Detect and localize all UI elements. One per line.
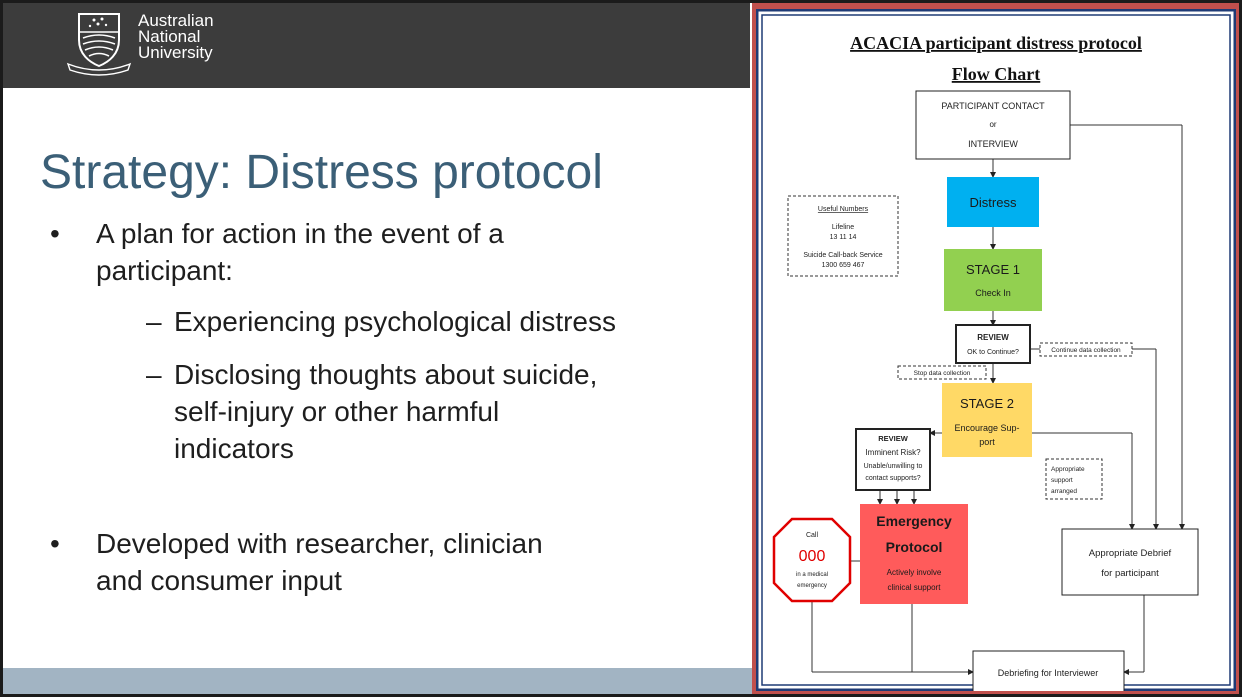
sub-bullet-text: Experiencing psychological distress	[174, 306, 616, 337]
distress-label: Distress	[970, 195, 1017, 210]
stage-2-box: STAGE 2 Encourage Sup- port	[942, 383, 1032, 457]
callback-number: 1300 659 467	[822, 262, 865, 269]
interviewer-debrief-label: Debriefing for Interviewer	[998, 668, 1099, 678]
university-line-3: University	[138, 43, 213, 62]
flowchart-subtitle: Flow Chart	[952, 64, 1041, 84]
continue-data-box: Continue data collection	[1039, 342, 1133, 357]
participant-contact-box: PARTICIPANT CONTACT or INTERVIEW	[915, 90, 1071, 160]
bullet-text-line: participant:	[96, 255, 233, 286]
useful-numbers-title: Useful Numbers	[818, 206, 869, 213]
call-number: 000	[799, 548, 826, 565]
lifeline-label: Lifeline	[832, 224, 854, 231]
contact-line-1: PARTICIPANT CONTACT	[941, 101, 1045, 111]
slide-title: Strategy: Distress protocol	[40, 146, 603, 199]
sub-bullet-text-line: indicators	[174, 433, 294, 464]
review-1-question: OK to Continue?	[967, 349, 1019, 356]
bullet-text-line: A plan for action in the event of a	[96, 218, 504, 249]
debrief-line-1: Appropriate Debrief	[1089, 548, 1172, 559]
interviewer-debrief-box: Debriefing for Interviewer	[972, 650, 1125, 691]
appropriate-line-2: support	[1051, 477, 1073, 484]
stage-1-box: STAGE 1 Check In	[944, 249, 1042, 311]
contact-line-2: or	[989, 120, 996, 129]
stage-2-label: STAGE 2	[960, 396, 1014, 411]
bullet-text-line: and consumer input	[96, 565, 342, 596]
call-line-2: emergency	[797, 583, 827, 589]
emergency-protocol-box: Emergency Protocol Actively involve clin…	[860, 504, 968, 604]
anu-crest-icon	[66, 13, 132, 76]
stop-sign-icon	[772, 517, 852, 603]
review-2-line-2: Unable/unwilling to	[864, 463, 923, 470]
encourage-line-1: Encourage Sup-	[954, 423, 1019, 433]
sub-bullet-text-line: self-injury or other harmful	[174, 396, 500, 427]
callback-label: Suicide Call-back Service	[803, 252, 882, 259]
check-in-label: Check In	[975, 288, 1011, 298]
stop-sign-call-000: Call 000 in a medical emergency	[772, 517, 852, 603]
review-1-box: REVIEW OK to Continue?	[955, 324, 1031, 364]
footer-band	[0, 668, 752, 697]
dash-glyph: –	[146, 306, 162, 337]
university-line-2: National	[138, 27, 201, 46]
call-label: Call	[806, 532, 819, 539]
review-2-line-1: Imminent Risk?	[865, 448, 921, 457]
stop-data-label: Stop data collection	[914, 370, 971, 377]
continue-data-label: Continue data collection	[1051, 347, 1121, 354]
appropriate-line-1: Appropriate	[1051, 466, 1085, 473]
contact-line-3: INTERVIEW	[968, 139, 1018, 149]
useful-numbers-box: Useful Numbers Lifeline 13 11 14 Suicide…	[787, 195, 899, 277]
review-2-box: REVIEW Imminent Risk? Unable/unwilling t…	[855, 428, 931, 491]
review-2-title: REVIEW	[878, 434, 909, 443]
distress-flowchart: ACACIA participant distress protocol Flo…	[756, 9, 1236, 691]
university-line-1: Australian	[138, 11, 214, 30]
appropriate-support-box: Appropriate support arranged	[1045, 458, 1103, 500]
university-name: Australian National University	[138, 11, 214, 62]
call-line-1: in a medical	[796, 572, 828, 578]
emergency-line-3: Actively involve	[887, 568, 942, 577]
emergency-line-2: Protocol	[886, 539, 943, 555]
review-2-line-3: contact supports?	[865, 475, 920, 482]
bullet-glyph: •	[50, 528, 60, 559]
debrief-line-2: for participant	[1101, 568, 1159, 579]
bullet-text-line: Developed with researcher, clinician	[96, 528, 543, 559]
distress-box: Distress	[947, 177, 1039, 227]
bullet-glyph: •	[50, 218, 60, 249]
dash-glyph: –	[146, 359, 162, 390]
encourage-line-2: port	[979, 437, 995, 447]
sub-bullet-text-line: Disclosing thoughts about suicide,	[174, 359, 598, 390]
emergency-line-4: clinical support	[888, 583, 942, 592]
emergency-line-1: Emergency	[876, 513, 952, 529]
header-bar: Australian National University	[0, 0, 750, 88]
review-1-title: REVIEW	[977, 333, 1009, 342]
stop-data-box: Stop data collection	[897, 365, 987, 380]
appropriate-debrief-box: Appropriate Debrief for participant	[1061, 528, 1199, 596]
appropriate-line-3: arranged	[1051, 488, 1077, 495]
stage-1-label: STAGE 1	[966, 262, 1020, 277]
lifeline-number: 13 11 14	[830, 234, 857, 241]
flowchart-title: ACACIA participant distress protocol	[850, 33, 1142, 53]
